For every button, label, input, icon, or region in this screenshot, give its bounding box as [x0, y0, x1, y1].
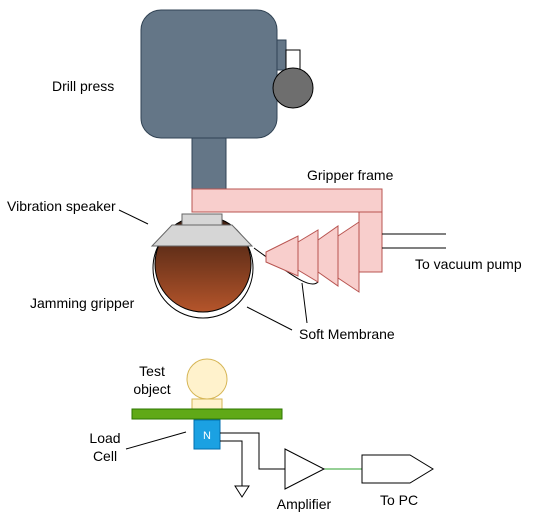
ground-icon [234, 485, 250, 498]
label-soft-membrane: Soft Membrane [299, 326, 395, 342]
label-test-object-line2: object [133, 381, 170, 397]
gripper-frame [191, 188, 383, 273]
label-to-vacuum-pump: To vacuum pump [415, 256, 522, 272]
label-gripper-frame: Gripper frame [307, 167, 394, 183]
label-load-cell-line1: Load [89, 430, 120, 446]
amplifier [284, 448, 326, 490]
vibration-speaker [150, 213, 254, 247]
label-vibration-speaker: Vibration speaker [7, 198, 116, 214]
drill-press [140, 9, 314, 193]
label-jamming-gripper: Jamming gripper [30, 295, 135, 311]
pc-connector [361, 454, 434, 484]
load-cell-mark: N [203, 430, 211, 442]
vacuum-bellows [253, 221, 360, 293]
signal-wires [220, 432, 362, 486]
vacuum-tubes [382, 233, 446, 249]
label-drill-press: Drill press [52, 78, 114, 94]
load-plate [131, 408, 283, 420]
label-test-object-line1: Test [139, 363, 165, 379]
label-to-pc: To PC [380, 492, 418, 508]
load-cell: N [193, 419, 221, 450]
leader-lines [118, 209, 308, 450]
test-object [186, 358, 228, 410]
label-amplifier: Amplifier [277, 496, 332, 512]
label-load-cell-line2: Cell [93, 448, 117, 464]
